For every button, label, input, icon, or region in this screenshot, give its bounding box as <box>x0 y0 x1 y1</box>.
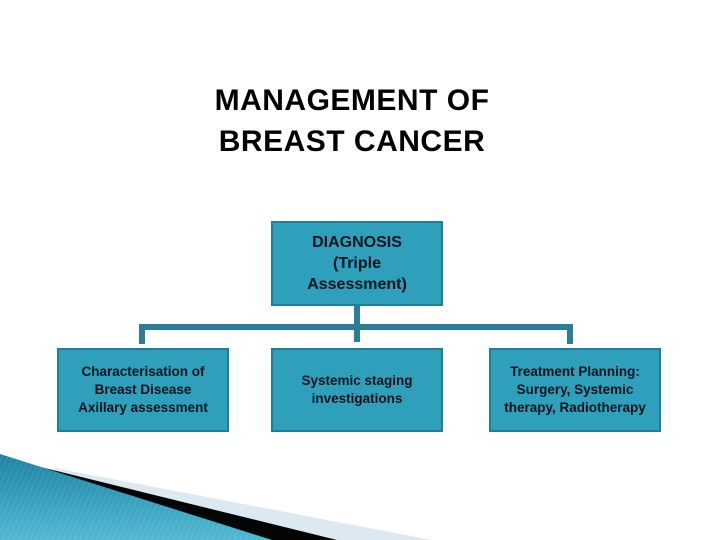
title-line-1: MANAGEMENT OF <box>214 84 490 117</box>
characterisation-line-1: Characterisation of <box>81 364 205 379</box>
bottom-left-decoration <box>0 430 720 540</box>
slide-title: MANAGEMENT OF BREAST CANCER <box>0 80 712 162</box>
characterisation-line-3: Axillary assessment <box>78 400 208 415</box>
decoration-black-wedge <box>0 457 337 540</box>
connector-drop-left <box>139 324 145 344</box>
diagnosis-line-1: DIAGNOSIS <box>312 234 402 251</box>
connector-horizontal <box>139 324 573 330</box>
diagnosis-line-2: (Triple <box>332 255 381 272</box>
treatment-planning-line-2: Surgery, Systemic <box>516 382 634 397</box>
diagnosis-box: DIAGNOSIS (Triple Assessment) <box>271 221 443 306</box>
treatment-planning-box: Treatment Planning: Surgery, Systemic th… <box>489 348 661 432</box>
characterisation-line-2: Breast Disease <box>94 382 192 397</box>
treatment-planning-line-1: Treatment Planning: <box>510 364 640 379</box>
diagnosis-line-3: Assessment) <box>307 276 407 293</box>
treatment-planning-line-3: therapy, Radiotherapy <box>504 400 646 415</box>
systemic-staging-line-1: Systemic staging <box>301 373 413 388</box>
decoration-pale-wedge <box>55 468 432 540</box>
decoration-teal-wedge <box>0 454 272 540</box>
systemic-staging-box: Systemic staging investigations <box>271 348 443 432</box>
systemic-staging-line-2: investigations <box>311 391 403 406</box>
characterisation-box: Characterisation of Breast Disease Axill… <box>57 348 229 432</box>
connector-drop-right <box>567 324 573 344</box>
title-line-2: BREAST CANCER <box>218 125 486 158</box>
